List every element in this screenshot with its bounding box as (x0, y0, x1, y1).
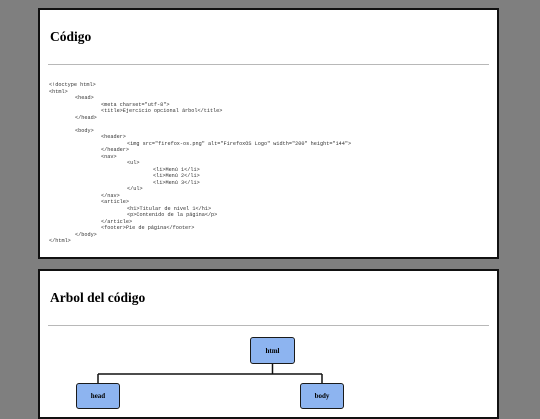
code-line: </article> (101, 218, 133, 225)
tree-slide-divider (48, 325, 489, 326)
code-line: <article> (101, 199, 130, 205)
code-slide-title: Código (50, 29, 92, 44)
code-line: <li>Menú 2</li> (153, 173, 200, 179)
code-line: <nav> (101, 153, 117, 160)
code-line: <img src="firefox-os.png" alt="FirefoxOS… (127, 140, 352, 147)
code-line: <ul> (127, 160, 140, 166)
code-line: <meta charset="utf-8"> (101, 101, 170, 108)
code-line: <h1>Titular de nivel 1</h1> (127, 205, 212, 212)
code-line: </body> (75, 231, 97, 238)
code-line: <head> (75, 95, 94, 101)
code-line: </header> (101, 147, 130, 153)
code-line: <li>Menú 1</li> (153, 166, 200, 173)
code-slide: Código <!doctype html><html> <head> <meta … (38, 8, 499, 259)
code-line: <title>Ejercicio opcional árbol</title> (101, 108, 223, 114)
code-line: <body> (75, 127, 94, 134)
code-line: <footer>Pie de página</footer> (101, 225, 195, 231)
code-line: <li>Menú 3</li> (153, 179, 200, 186)
tree-connectors (97, 364, 323, 383)
tree-node-html: html (250, 337, 295, 364)
code-listing: <!doctype html><html> <head> <meta charset… (49, 82, 351, 245)
code-line: </ul> (127, 186, 143, 192)
code-line: </html> (49, 238, 71, 244)
code-line: <p>Contenido de la página</p> (127, 212, 218, 218)
code-line: </head> (75, 114, 97, 121)
code-slide-divider (48, 64, 489, 65)
tree-slide: Arbol del código html head body (38, 269, 499, 419)
code-line: <html> (49, 88, 68, 95)
tree-slide-title: Arbol del código (50, 290, 146, 305)
code-line: </nav> (101, 192, 120, 199)
code-line: <!doctype html> (49, 82, 96, 88)
tree-node-body: body (300, 383, 344, 409)
code-line: <header> (101, 134, 126, 140)
tree-node-head: head (76, 383, 120, 409)
